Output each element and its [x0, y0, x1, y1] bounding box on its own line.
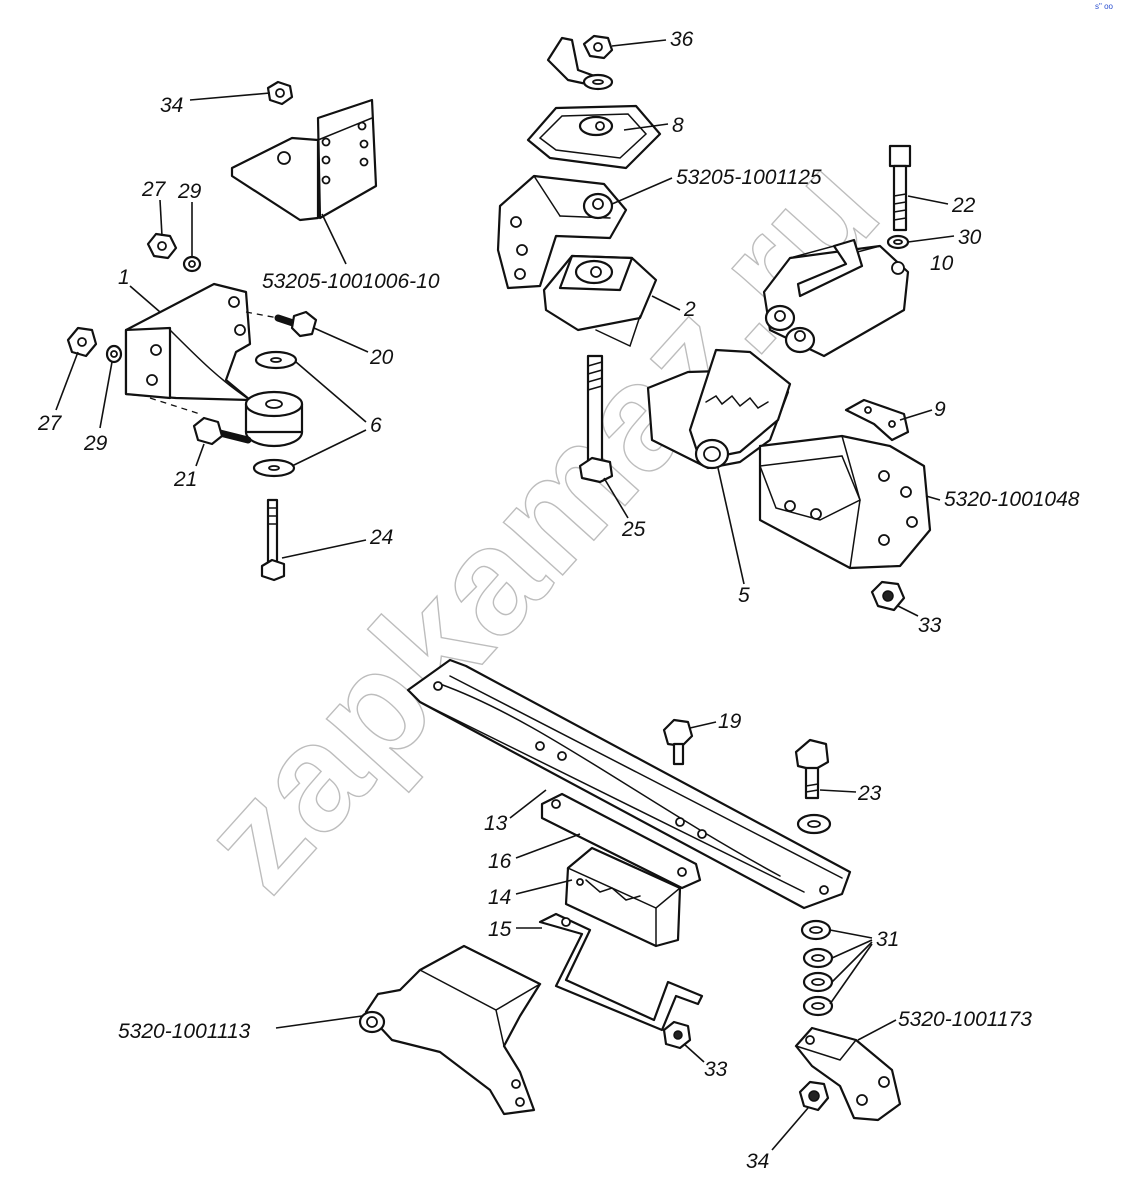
label-33-upper: 33	[918, 614, 942, 637]
leader-lines	[55, 39, 955, 1151]
label-8: 8	[672, 114, 684, 137]
bracket-10	[762, 238, 910, 358]
bolt-20	[245, 310, 318, 338]
label-15: 15	[488, 918, 512, 941]
bracket-5320-1001173	[794, 1026, 902, 1122]
bolt-22	[888, 144, 912, 232]
cushion-2	[542, 254, 658, 348]
label-10: 10	[930, 252, 954, 275]
cushion-6	[244, 390, 304, 448]
washer-6-top	[254, 350, 298, 370]
washer-30	[886, 234, 910, 250]
label-22: 22	[951, 194, 976, 217]
label-24: 24	[369, 526, 393, 549]
label-29-lower: 29	[83, 432, 108, 455]
plate-16	[540, 792, 702, 890]
label-16: 16	[488, 850, 512, 873]
nut-33-upper	[870, 580, 906, 612]
bracket-5320-1001048	[758, 434, 932, 570]
bracket-53205-1001006-10	[230, 98, 378, 222]
washer-29-upper	[182, 255, 202, 273]
label-34-lower: 34	[746, 1150, 769, 1173]
bolt-24	[260, 498, 286, 582]
label-27-lower: 27	[37, 412, 63, 435]
label-5320-1001048: 5320-1001048	[944, 488, 1080, 511]
label-1: 1	[118, 266, 130, 289]
washers-31	[800, 919, 834, 1017]
crossmember-13	[406, 658, 852, 910]
label-13: 13	[484, 812, 508, 835]
label-5320-1001113: 5320-1001113	[118, 1020, 251, 1043]
washer-6-bottom	[252, 458, 296, 478]
plate-9	[844, 398, 910, 442]
corner-mark: s" oo	[1095, 2, 1113, 11]
front-bracket-1	[124, 282, 252, 402]
label-21: 21	[173, 468, 197, 491]
nut-34-top	[266, 80, 294, 106]
bracket-5320-1001113	[358, 944, 542, 1116]
washer-29-lower	[105, 344, 123, 364]
washer-23	[796, 813, 832, 835]
nut-33-lower	[662, 1020, 692, 1050]
label-5: 5	[738, 584, 750, 607]
bracket-53205-1001125	[496, 174, 628, 290]
label-36: 36	[670, 28, 694, 51]
label-29-upper: 29	[177, 180, 202, 203]
nut-34-lower	[798, 1080, 830, 1112]
clip-nut-36	[546, 34, 614, 91]
label-27-upper: 27	[141, 178, 167, 201]
label-23: 23	[857, 782, 882, 805]
label-53205-1001006-10: 53205-1001006-10	[262, 270, 440, 293]
label-14: 14	[488, 886, 511, 909]
label-33-lower: 33	[704, 1058, 728, 1081]
label-6: 6	[370, 414, 382, 437]
bolt-21	[149, 397, 252, 446]
bolt-25	[578, 354, 614, 484]
rubber-block-14	[564, 846, 682, 948]
label-19: 19	[718, 710, 742, 733]
label-34-top: 34	[160, 94, 183, 117]
cover-8	[526, 104, 662, 170]
label-25: 25	[621, 518, 646, 541]
bracket-5	[646, 348, 792, 470]
nut-27-lower	[66, 326, 98, 358]
label-20: 20	[369, 346, 394, 369]
label-53205-1001125: 53205-1001125	[676, 166, 822, 189]
bolt-23	[794, 738, 830, 800]
nut-27-upper	[146, 232, 178, 260]
bolt-19	[662, 718, 694, 766]
label-2: 2	[683, 298, 696, 321]
label-30: 30	[958, 226, 982, 249]
label-31: 31	[876, 928, 899, 951]
label-5320-1001173: 5320-1001173	[898, 1008, 1032, 1031]
label-9: 9	[934, 398, 946, 421]
clamp-15	[538, 912, 704, 1032]
